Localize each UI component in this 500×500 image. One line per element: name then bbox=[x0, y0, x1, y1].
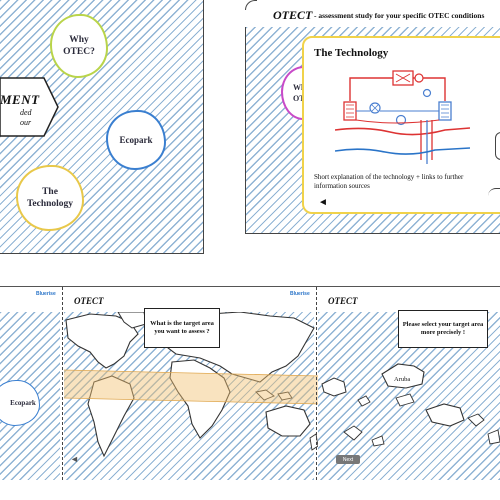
indonesia-shape bbox=[255, 389, 293, 401]
africa-shape bbox=[169, 359, 231, 439]
bottom-right-logo: OTECT bbox=[328, 296, 358, 306]
bottom-middle-brand-label: Bluerise bbox=[290, 291, 310, 297]
assessment-arrow-sub-1: ded bbox=[20, 108, 32, 117]
assessment-arrow-title: MENT bbox=[0, 92, 40, 107]
top-right-header bbox=[246, 0, 500, 27]
top-right-logo: OTECT bbox=[273, 8, 313, 22]
technology-bubble[interactable]: The Technology bbox=[16, 165, 84, 231]
select-target-instruction-text: Please select your target area more prec… bbox=[402, 321, 484, 336]
bottom-row-divider bbox=[0, 286, 500, 287]
island-aruba bbox=[381, 363, 425, 389]
south-america-shape bbox=[87, 375, 135, 458]
assessment-arrow-shape bbox=[0, 77, 59, 137]
bottom-middle-back-arrow[interactable]: ◄ bbox=[70, 454, 79, 464]
next-button[interactable]: Next bbox=[336, 455, 360, 464]
select-target-instruction: Please select your target area more prec… bbox=[398, 310, 488, 348]
popup-right-tab[interactable] bbox=[495, 132, 500, 160]
top-right-corner-line bbox=[245, 0, 257, 10]
popup-back-arrow[interactable]: ◄ bbox=[318, 197, 328, 208]
popup-title: The Technology bbox=[314, 47, 389, 59]
bottom-middle-header bbox=[64, 287, 314, 312]
assessment-arrow-sub-2: our bbox=[20, 118, 32, 127]
technology-label: The Technology bbox=[26, 187, 74, 209]
island-bottom-right bbox=[487, 429, 500, 445]
bottom-left-brand: Bluerise bbox=[36, 291, 56, 297]
greenland-shape bbox=[117, 311, 147, 329]
next-button-label: Next bbox=[342, 456, 354, 463]
bottom-left-header bbox=[0, 287, 60, 312]
island-right-large bbox=[425, 403, 465, 427]
partial-why-label: Wh OT bbox=[293, 83, 306, 103]
bottom-middle-brand: Bluerise bbox=[290, 291, 310, 297]
australia-shape bbox=[265, 405, 311, 437]
popup-description: Short explanation of the technology + li… bbox=[314, 173, 464, 190]
bottom-right-header bbox=[318, 287, 500, 312]
bottom-left-ecopark-bubble[interactable]: Ecopark bbox=[0, 380, 40, 426]
north-america-shape bbox=[65, 313, 139, 369]
island-left bbox=[321, 377, 347, 397]
bottom-divider-2 bbox=[316, 287, 317, 480]
island-small-3 bbox=[343, 425, 363, 441]
popup-right-tab-2 bbox=[488, 188, 500, 203]
caribbean-islands-svg bbox=[321, 363, 500, 447]
assessment-arrow[interactable]: MENT ded our bbox=[0, 76, 60, 138]
island-small-2 bbox=[395, 393, 415, 407]
why-otec-bubble[interactable]: Why OTEC? bbox=[50, 14, 108, 78]
top-right-header-subtitle: - assessment study for your specific OTE… bbox=[314, 11, 485, 20]
target-area-question: What is the target area you want to asse… bbox=[144, 308, 220, 348]
island-small-1 bbox=[357, 395, 371, 407]
bottom-left-ecopark-label: Ecopark bbox=[10, 399, 36, 407]
caribbean-islands-map[interactable] bbox=[318, 356, 500, 466]
why-otec-label: Why OTEC? bbox=[63, 35, 95, 57]
target-area-question-text: What is the target area you want to asse… bbox=[150, 320, 214, 335]
target-latitude-band bbox=[64, 370, 320, 404]
island-right-small bbox=[467, 413, 485, 427]
ecopark-bubble[interactable]: Ecopark bbox=[106, 110, 166, 170]
island-small-4 bbox=[371, 435, 385, 447]
otec-cycle-diagram-svg bbox=[334, 70, 471, 164]
ecopark-label: Ecopark bbox=[119, 135, 153, 145]
aruba-label: Aruba bbox=[394, 376, 411, 383]
bottom-left-brand-label: Bluerise bbox=[36, 291, 56, 297]
bottom-middle-logo: OTECT bbox=[74, 296, 104, 306]
otec-cycle-diagram bbox=[334, 68, 471, 176]
bottom-divider-1 bbox=[62, 287, 63, 480]
